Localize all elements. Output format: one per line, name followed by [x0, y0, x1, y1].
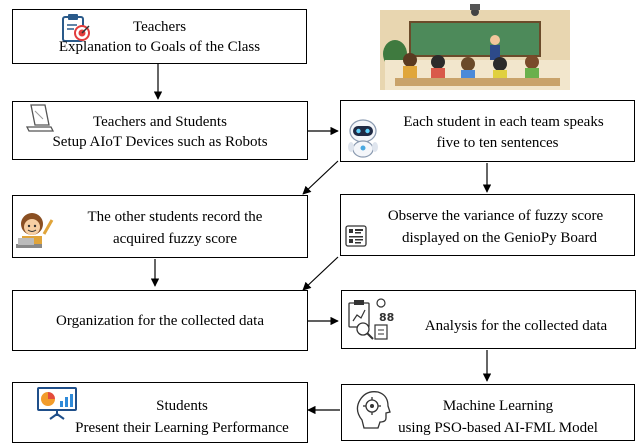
svg-text:88: 88	[379, 311, 394, 324]
step-box-observe-variance	[340, 194, 635, 256]
presentation-chart-icon	[36, 385, 78, 426]
laptop-icon	[25, 103, 55, 140]
arrow-s3-s4	[302, 160, 339, 195]
step-box-setup-aiot	[12, 101, 308, 160]
robot-icon	[346, 118, 380, 163]
step-present-performance-text: Present their Learning Performance	[75, 420, 289, 436]
step-teachers-goals-text: Explanation to Goals of the Class	[58, 39, 261, 55]
step-speaks-line1: Each student in each team speaks	[403, 114, 604, 130]
step-organization-text: Organization for the collected data	[56, 313, 264, 329]
step-record-line2: acquired fuzzy score	[112, 231, 238, 247]
step-box-analysis	[341, 290, 636, 349]
step-observe-line1: Observe the variance of fuzzy score	[387, 208, 604, 224]
step-setup-devices-text: Setup AIoT Devices such as Robots	[52, 134, 268, 150]
step-analysis-text: Analysis for the collected data	[424, 318, 608, 334]
ai-head-gear-icon	[352, 386, 392, 441]
step-observe-line2: displayed on the GenioPy Board	[402, 230, 597, 246]
step-speaks-line2: five to ten sentences	[436, 135, 559, 151]
step-record-line1: The other students record the	[87, 209, 263, 225]
goal-clipboard-target-icon	[59, 13, 91, 48]
step-ml-title: Machine Learning	[442, 398, 554, 414]
step-box-student-speaks	[340, 100, 635, 162]
board-icon	[344, 224, 368, 253]
step-box-organization	[12, 290, 308, 351]
student-with-laptop-icon	[14, 210, 54, 259]
step-ml-model-text: using PSO-based AI-FML Model	[398, 420, 598, 436]
step-box-record-score	[12, 195, 308, 258]
step-students-title: Students	[156, 398, 208, 414]
classroom-illustration	[370, 2, 575, 95]
step-box-teachers-goals	[12, 9, 307, 64]
step-teachers-title: Teachers	[132, 19, 187, 35]
data-analysis-icon: 88	[345, 295, 403, 350]
arrow-s5-s6	[302, 256, 339, 291]
step-setup-title: Teachers and Students	[93, 114, 227, 130]
